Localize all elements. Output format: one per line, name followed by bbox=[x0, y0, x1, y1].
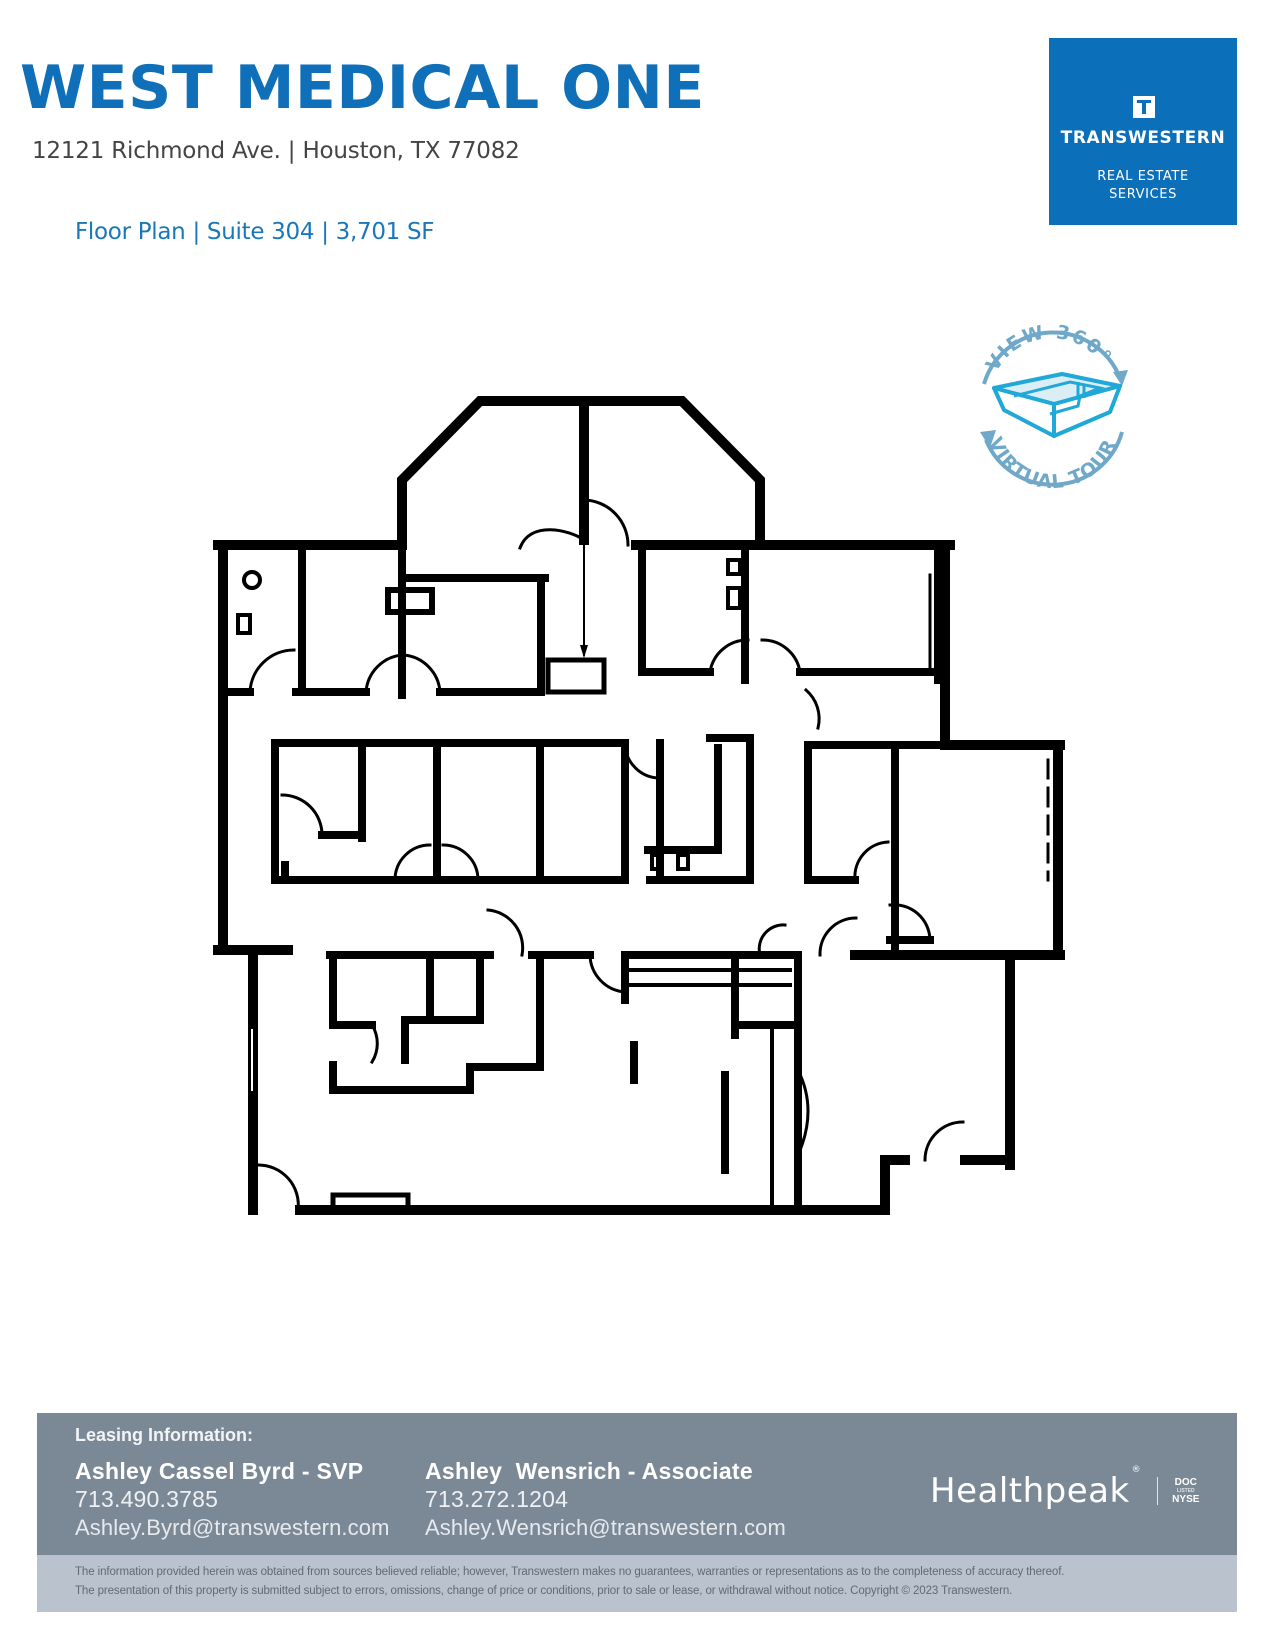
svg-text:VIEW 360°: VIEW 360° bbox=[982, 322, 1117, 375]
floor-plan-drawing bbox=[200, 380, 1080, 1220]
contact-card: Ashley Cassel Byrd - SVP 713.490.3785 As… bbox=[75, 1457, 390, 1543]
leasing-info-panel: Leasing Information: Ashley Cassel Byrd … bbox=[37, 1413, 1237, 1555]
floor-plan-subtitle: Floor Plan | Suite 304 | 3,701 SF bbox=[75, 219, 435, 245]
legal-disclaimer: The information provided herein was obta… bbox=[37, 1555, 1237, 1612]
contact-email[interactable]: Ashley.Wensrich@transwestern.com bbox=[425, 1515, 786, 1540]
logo-tagline-line1: REAL ESTATE bbox=[1097, 169, 1189, 184]
property-address: 12121 Richmond Ave. | Houston, TX 77082 bbox=[32, 138, 520, 164]
contact-email[interactable]: Ashley.Byrd@transwestern.com bbox=[75, 1515, 390, 1540]
transwestern-logo: TRANSWESTERN REAL ESTATE SERVICES bbox=[1049, 38, 1237, 225]
page-title: WEST MEDICAL ONE bbox=[20, 53, 705, 123]
logo-tagline-line2: SERVICES bbox=[1109, 187, 1177, 202]
logo-divider bbox=[1157, 1477, 1159, 1505]
logo-name: TRANSWESTERN bbox=[1060, 128, 1226, 148]
transwestern-t-icon bbox=[1133, 96, 1155, 118]
contact-phone[interactable]: 713.490.3785 bbox=[75, 1486, 219, 1512]
contact-card: Ashley Wensrich - Associate 713.272.1204… bbox=[425, 1457, 786, 1543]
healthpeak-logo: Healthpeak® DOC LISTED NYSE bbox=[930, 1465, 1200, 1511]
leasing-label: Leasing Information: bbox=[75, 1425, 254, 1445]
disclaimer-line-1: The information provided herein was obta… bbox=[75, 1566, 1065, 1578]
healthpeak-wordmark: Healthpeak® bbox=[930, 1465, 1142, 1511]
virtual-tour-badge[interactable]: VIEW 360° VIRTUAL TOUR bbox=[970, 321, 1135, 493]
contact-name: Ashley Cassel Byrd - SVP bbox=[75, 1458, 364, 1484]
3d-room-icon: VIEW 360° VIRTUAL TOUR bbox=[980, 321, 1128, 493]
contact-name: Ashley Wensrich - Associate bbox=[425, 1458, 753, 1484]
contact-phone[interactable]: 713.272.1204 bbox=[425, 1486, 569, 1512]
disclaimer-line-2: The presentation of this property is sub… bbox=[75, 1585, 1013, 1597]
nyse-ticker-badge: DOC LISTED NYSE bbox=[1172, 1477, 1200, 1505]
logo-tagline: REAL ESTATE SERVICES bbox=[1049, 168, 1237, 204]
